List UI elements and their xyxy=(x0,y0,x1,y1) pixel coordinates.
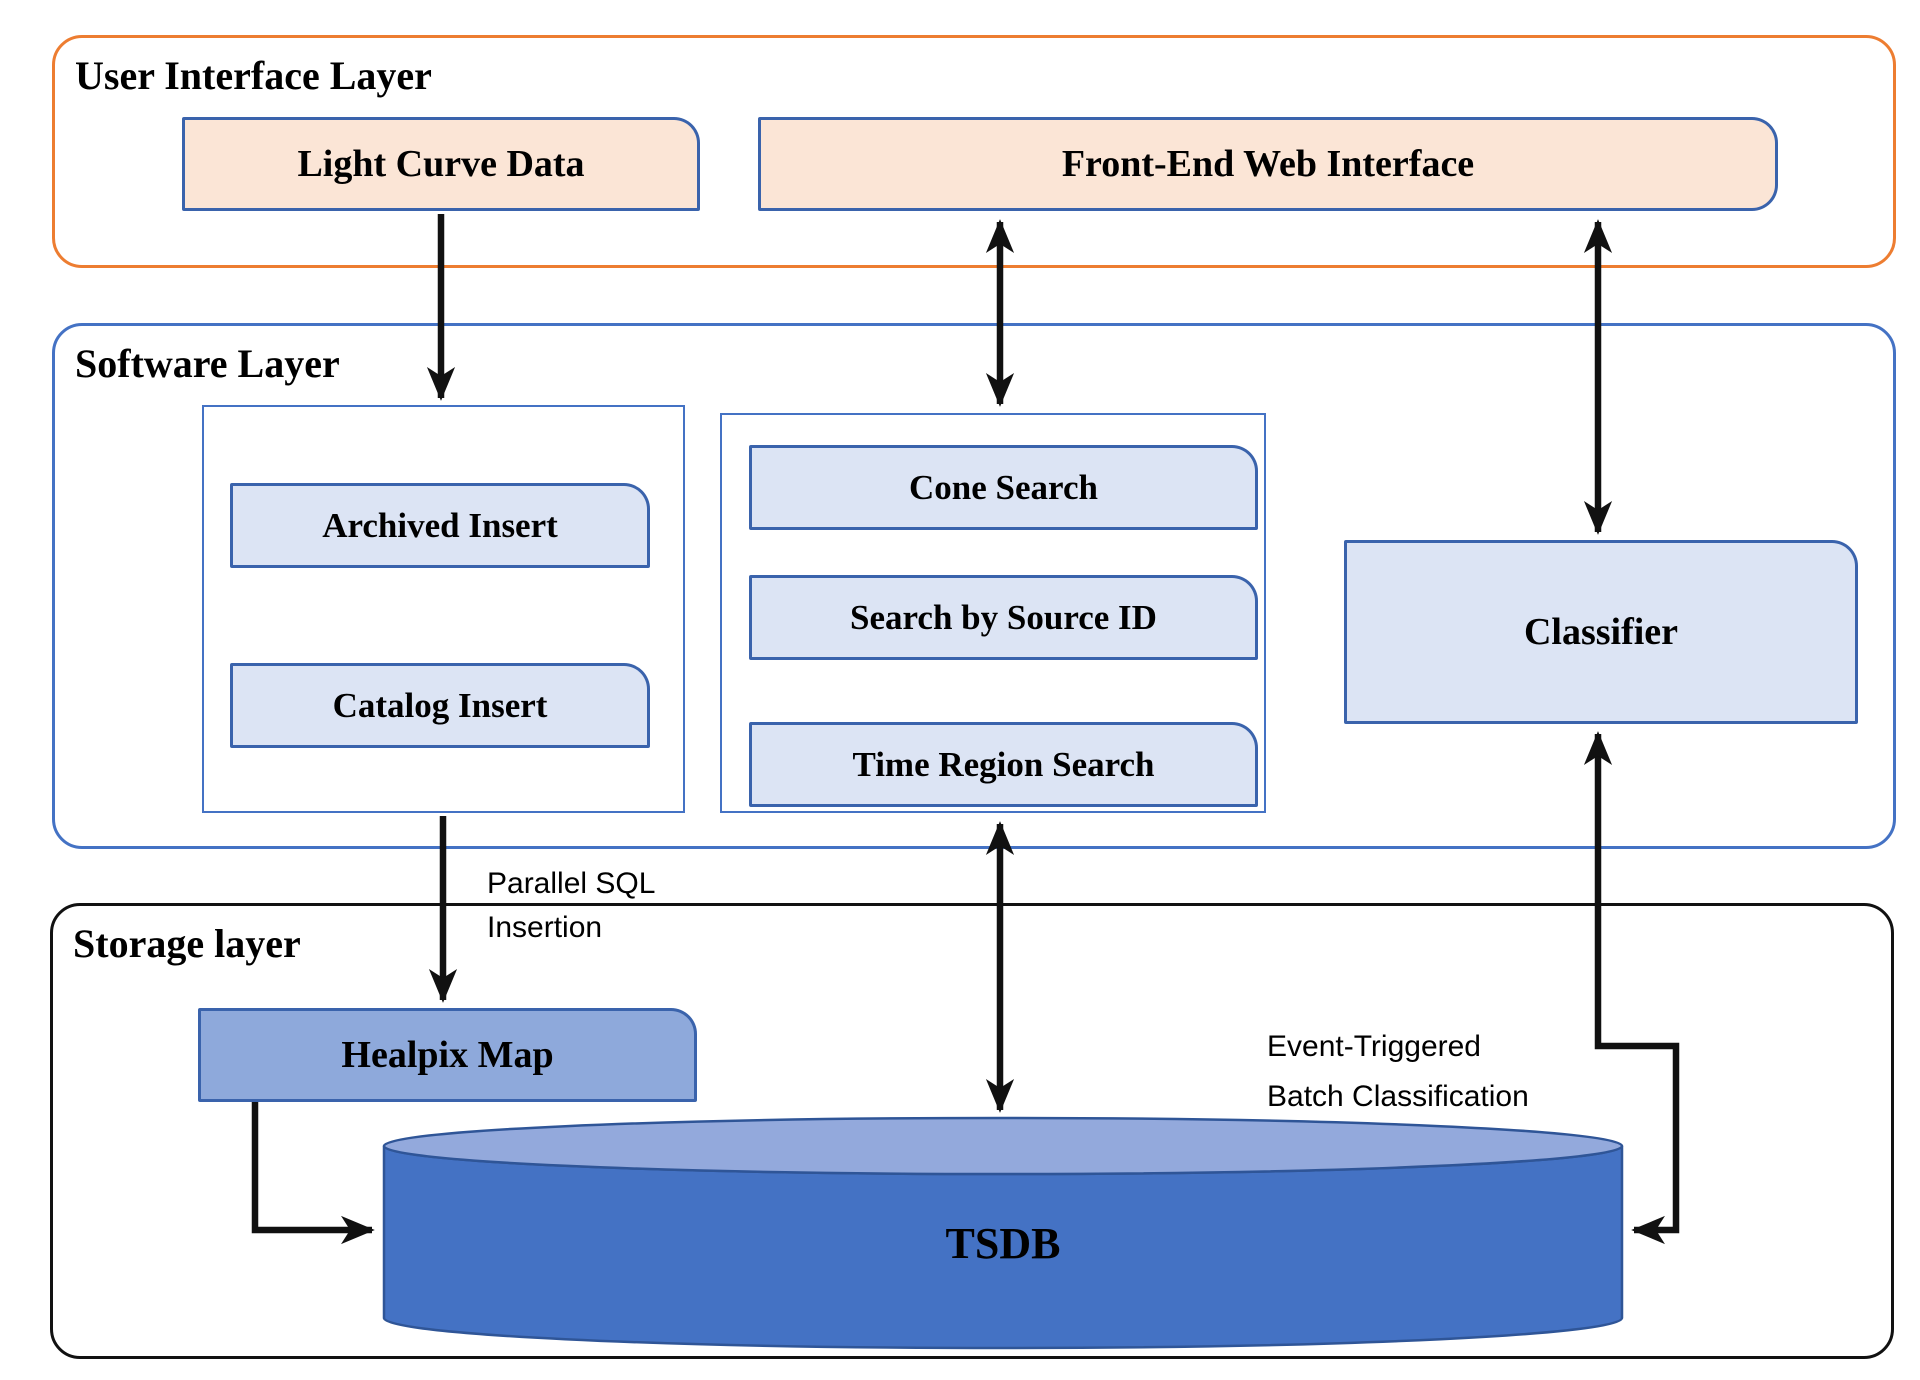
storage-layer-container: Storage layer xyxy=(50,903,1894,1359)
front-end-web-interface-box: Front-End Web Interface xyxy=(758,117,1778,211)
search-by-source-id-label: Search by Source ID xyxy=(850,597,1157,637)
classifier-label: Classifier xyxy=(1523,611,1679,653)
healpix-map-label: Healpix Map xyxy=(341,1034,554,1076)
event-triggered-label: Event-Triggered Batch Classification xyxy=(1267,1022,1529,1122)
parallel-sql-line2: Insertion xyxy=(487,911,603,944)
archived-insert-box: Archived Insert xyxy=(230,483,650,568)
light-curve-data-label: Light Curve Data xyxy=(297,143,585,185)
cone-search-box: Cone Search xyxy=(749,445,1258,530)
time-region-search-label: Time Region Search xyxy=(852,744,1155,784)
storage-layer-title: Storage layer xyxy=(73,921,301,966)
ui-layer-title: User Interface Layer xyxy=(75,53,432,98)
parallel-sql-insertion-label: Parallel SQL Insertion xyxy=(487,862,655,950)
front-end-web-interface-label: Front-End Web Interface xyxy=(1061,143,1475,185)
archived-insert-label: Archived Insert xyxy=(322,505,558,545)
search-by-source-id-box: Search by Source ID xyxy=(749,575,1258,660)
software-layer-title: Software Layer xyxy=(75,341,340,386)
catalog-insert-label: Catalog Insert xyxy=(332,685,548,725)
time-region-search-box: Time Region Search xyxy=(749,722,1258,807)
light-curve-data-box: Light Curve Data xyxy=(182,117,700,211)
tsdb-label: TSDB xyxy=(945,1219,1061,1268)
cone-search-label: Cone Search xyxy=(909,467,1098,507)
event-triggered-line2: Batch Classification xyxy=(1267,1080,1529,1113)
event-triggered-line1: Event-Triggered xyxy=(1267,1030,1481,1063)
healpix-map-box: Healpix Map xyxy=(198,1008,697,1102)
catalog-insert-box: Catalog Insert xyxy=(230,663,650,748)
parallel-sql-line1: Parallel SQL xyxy=(487,867,656,900)
classifier-box: Classifier xyxy=(1344,540,1858,724)
insert-group-box xyxy=(202,405,685,813)
